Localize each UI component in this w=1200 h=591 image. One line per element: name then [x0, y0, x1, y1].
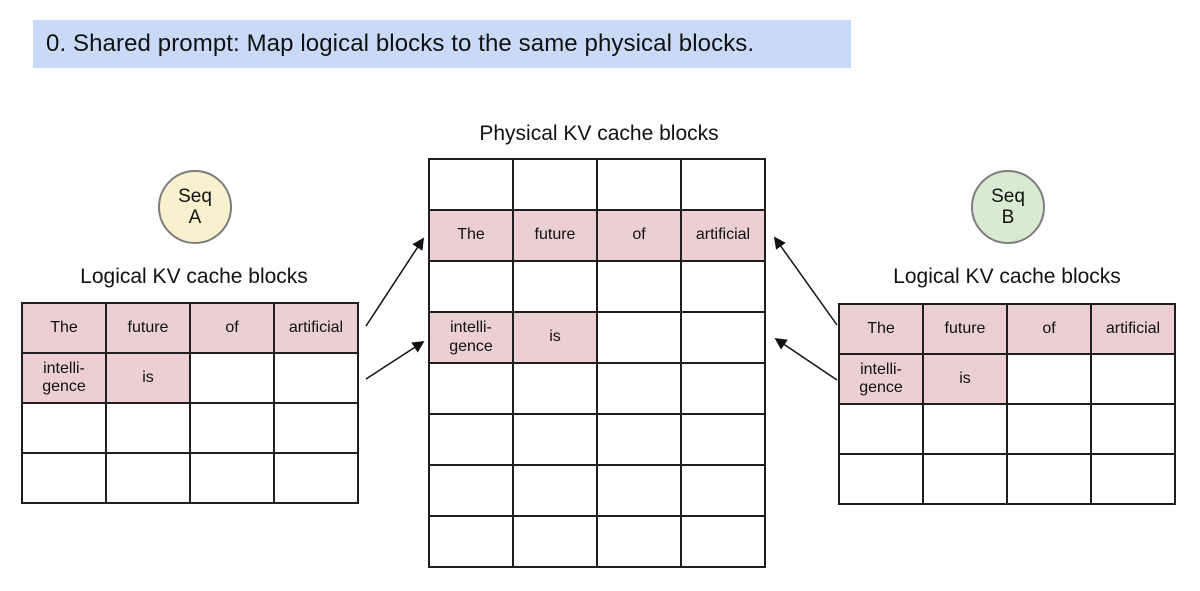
- kv-cell-empty: [512, 260, 598, 313]
- seq-a-badge: Seq A: [158, 170, 232, 244]
- kv-cell-token: intelli- gence: [21, 352, 107, 404]
- kv-cell-empty: [596, 311, 682, 364]
- kv-cell-token: of: [189, 302, 275, 354]
- kv-row: [838, 403, 1176, 455]
- arrow-seq-a-block0-to-physical: [365, 237, 424, 327]
- kv-cell-empty: [273, 452, 359, 504]
- kv-cell-empty: [21, 402, 107, 454]
- kv-cell-token: is: [922, 353, 1008, 405]
- kv-cell-empty: [428, 260, 514, 313]
- kv-cell-empty: [596, 413, 682, 466]
- kv-cell-empty: [428, 515, 514, 568]
- kv-cell-token: The: [428, 209, 514, 262]
- kv-cell-empty: [105, 452, 191, 504]
- kv-cell-token: future: [922, 303, 1008, 355]
- kv-cell-empty: [680, 260, 766, 313]
- title-banner: 0. Shared prompt: Map logical blocks to …: [33, 20, 851, 68]
- kv-cell-empty: [680, 413, 766, 466]
- kv-cell-token: of: [1006, 303, 1092, 355]
- kv-cell-empty: [512, 515, 598, 568]
- kv-cell-empty: [596, 464, 682, 517]
- kv-cell-empty: [922, 453, 1008, 505]
- kv-cell-empty: [512, 413, 598, 466]
- kv-cell-empty: [273, 352, 359, 404]
- kv-cell-empty: [21, 452, 107, 504]
- kv-cell-empty: [838, 403, 924, 455]
- kv-cell-empty: [512, 158, 598, 211]
- kv-cell-empty: [512, 362, 598, 415]
- seq-b-label-line2: B: [1001, 207, 1015, 228]
- logical-b-blocks-title: Logical KV cache blocks: [893, 265, 1121, 288]
- kv-cell-empty: [1090, 403, 1176, 455]
- arrow-seq-b-block1-to-physical: [774, 337, 838, 381]
- kv-cell-token: intelli- gence: [428, 311, 514, 364]
- kv-cell-empty: [1006, 403, 1092, 455]
- kv-cell-token: artificial: [1090, 303, 1176, 355]
- kv-cell-empty: [922, 403, 1008, 455]
- kv-cell-empty: [838, 453, 924, 505]
- kv-cell-token: is: [105, 352, 191, 404]
- kv-cell-empty: [189, 402, 275, 454]
- kv-cell-empty: [428, 158, 514, 211]
- seq-a-label-line2: A: [188, 207, 202, 228]
- kv-cell-empty: [596, 260, 682, 313]
- kv-cell-empty: [1006, 453, 1092, 505]
- kv-cell-empty: [1006, 353, 1092, 405]
- kv-cell-empty: [596, 362, 682, 415]
- kv-row: [21, 402, 359, 454]
- kv-cell-empty: [105, 402, 191, 454]
- arrow-seq-a-block1-to-physical: [365, 341, 425, 380]
- kv-row: [428, 515, 766, 568]
- kv-row: [428, 362, 766, 415]
- kv-cell-empty: [1090, 453, 1176, 505]
- kv-cell-token: is: [512, 311, 598, 364]
- kv-row: [428, 158, 766, 211]
- kv-cell-empty: [189, 452, 275, 504]
- kv-cell-empty: [1090, 353, 1176, 405]
- kv-cell-empty: [596, 158, 682, 211]
- kv-cell-empty: [512, 464, 598, 517]
- kv-cell-empty: [428, 362, 514, 415]
- seq-b-badge: Seq B: [971, 170, 1045, 244]
- kv-cell-empty: [273, 402, 359, 454]
- kv-cell-token: intelli- gence: [838, 353, 924, 405]
- kv-cell-token: of: [596, 209, 682, 262]
- kv-cell-empty: [680, 362, 766, 415]
- kv-cell-empty: [189, 352, 275, 404]
- kv-cell-empty: [596, 515, 682, 568]
- kv-row: [838, 453, 1176, 505]
- kv-cell-empty: [680, 515, 766, 568]
- seq-a-label-line1: Seq: [178, 185, 212, 207]
- kv-cell-token: The: [838, 303, 924, 355]
- seq-b-label-line1: Seq: [991, 185, 1025, 207]
- kv-row: [21, 452, 359, 504]
- kv-cell-token: future: [512, 209, 598, 262]
- kv-cell-empty: [428, 464, 514, 517]
- kv-cell-token: artificial: [680, 209, 766, 262]
- arrow-seq-b-block0-to-physical: [773, 236, 838, 326]
- title-banner-text: 0. Shared prompt: Map logical blocks to …: [46, 30, 755, 57]
- kv-row: [428, 464, 766, 517]
- physical-blocks-title: Physical KV cache blocks: [479, 122, 719, 145]
- kv-cell-empty: [680, 464, 766, 517]
- kv-cell-empty: [680, 158, 766, 211]
- kv-row: [428, 260, 766, 313]
- logical-a-blocks-title: Logical KV cache blocks: [80, 265, 308, 288]
- kv-cell-token: The: [21, 302, 107, 354]
- kv-cell-empty: [680, 311, 766, 364]
- kv-row: [428, 413, 766, 466]
- kv-cell-empty: [428, 413, 514, 466]
- kv-cell-token: future: [105, 302, 191, 354]
- kv-cell-token: artificial: [273, 302, 359, 354]
